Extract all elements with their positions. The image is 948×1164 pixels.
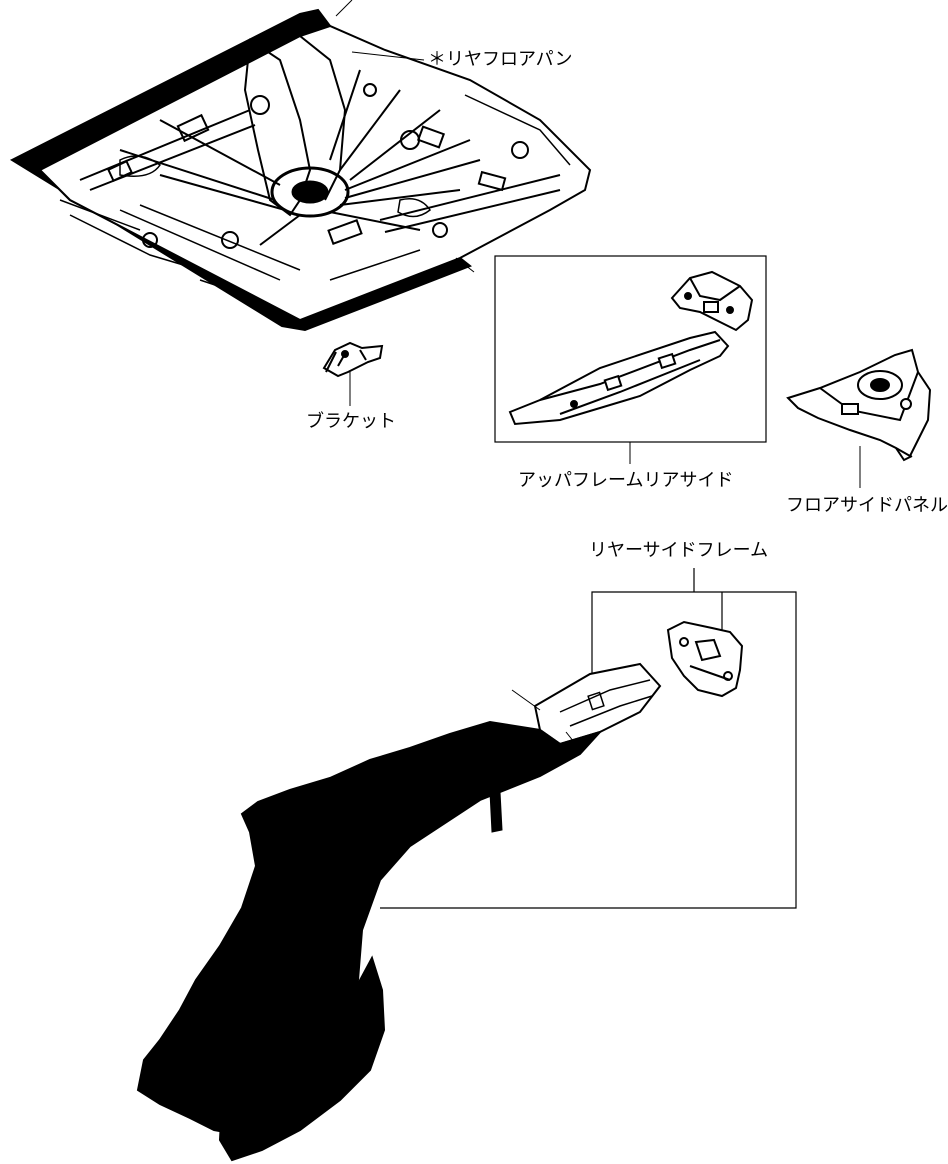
floor-side-panel-part <box>786 348 932 462</box>
rear-side-frame-label: リヤーサイドフレーム <box>589 540 769 561</box>
rear-floor-pan-label: ＊リヤフロアパン <box>428 49 573 70</box>
rear-floor-pan-leader <box>351 51 425 61</box>
upper-frame-rear-side-part <box>508 270 754 426</box>
rear-side-frame-plate-part <box>666 620 744 698</box>
bracket-label: ブラケット <box>306 411 396 432</box>
rear-floor-pan-part <box>9 0 592 332</box>
rear-side-frame-part <box>136 662 662 1162</box>
bracket-part <box>322 341 384 378</box>
floor-side-panel-label: フロアサイドパネル <box>786 495 948 516</box>
upper-frame-rear-side-label: アッパフレームリアサイド <box>518 470 734 491</box>
